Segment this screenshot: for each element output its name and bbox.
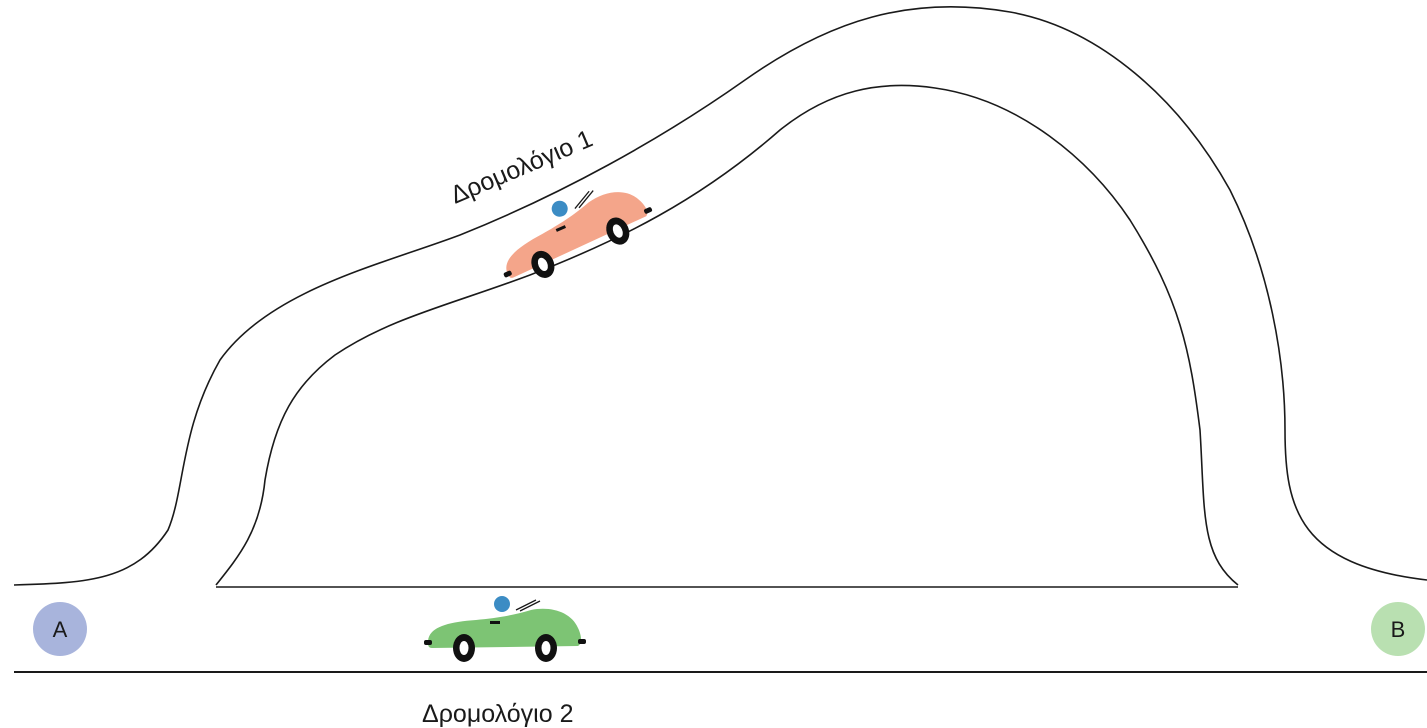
route1-inner-edge	[215, 84, 1239, 586]
car-route1-driver	[551, 200, 568, 217]
start-point-label: A	[53, 617, 68, 642]
car-route2-windshield	[515, 599, 537, 611]
car-route2-driver	[494, 596, 510, 612]
car-route1-windshield-frame	[578, 190, 594, 209]
car-route1-door-handle	[555, 225, 567, 232]
car-route2-rear-wheel	[453, 634, 475, 662]
route1-outer-edge	[13, 6, 1427, 586]
end-point-marker: B	[1371, 602, 1425, 656]
car-route1-rear-wheel	[531, 250, 555, 278]
car-route1-rear-bumper	[503, 270, 512, 278]
car-route2-front-bumper	[578, 639, 586, 644]
car-route2-door-handle	[490, 621, 500, 624]
car-route2	[424, 596, 586, 662]
start-point-marker: A	[33, 602, 87, 656]
end-point-circle	[1371, 602, 1425, 656]
car-route1-windshield	[574, 190, 590, 209]
car-route2-front-wheel	[535, 634, 557, 662]
car-route2-windshield-frame	[519, 600, 541, 612]
car-route2-rear-bumper	[424, 640, 432, 645]
start-point-circle	[33, 602, 87, 656]
car-route1-front-bumper	[644, 207, 653, 214]
car-route2-body	[428, 608, 581, 648]
end-point-label: B	[1391, 617, 1406, 642]
car-route1	[503, 190, 653, 278]
route2-label: Δρομολόγιο 2	[422, 700, 574, 728]
route1-label: Δρομολόγιο 1	[446, 125, 596, 210]
car-route1-front-wheel	[606, 217, 630, 245]
